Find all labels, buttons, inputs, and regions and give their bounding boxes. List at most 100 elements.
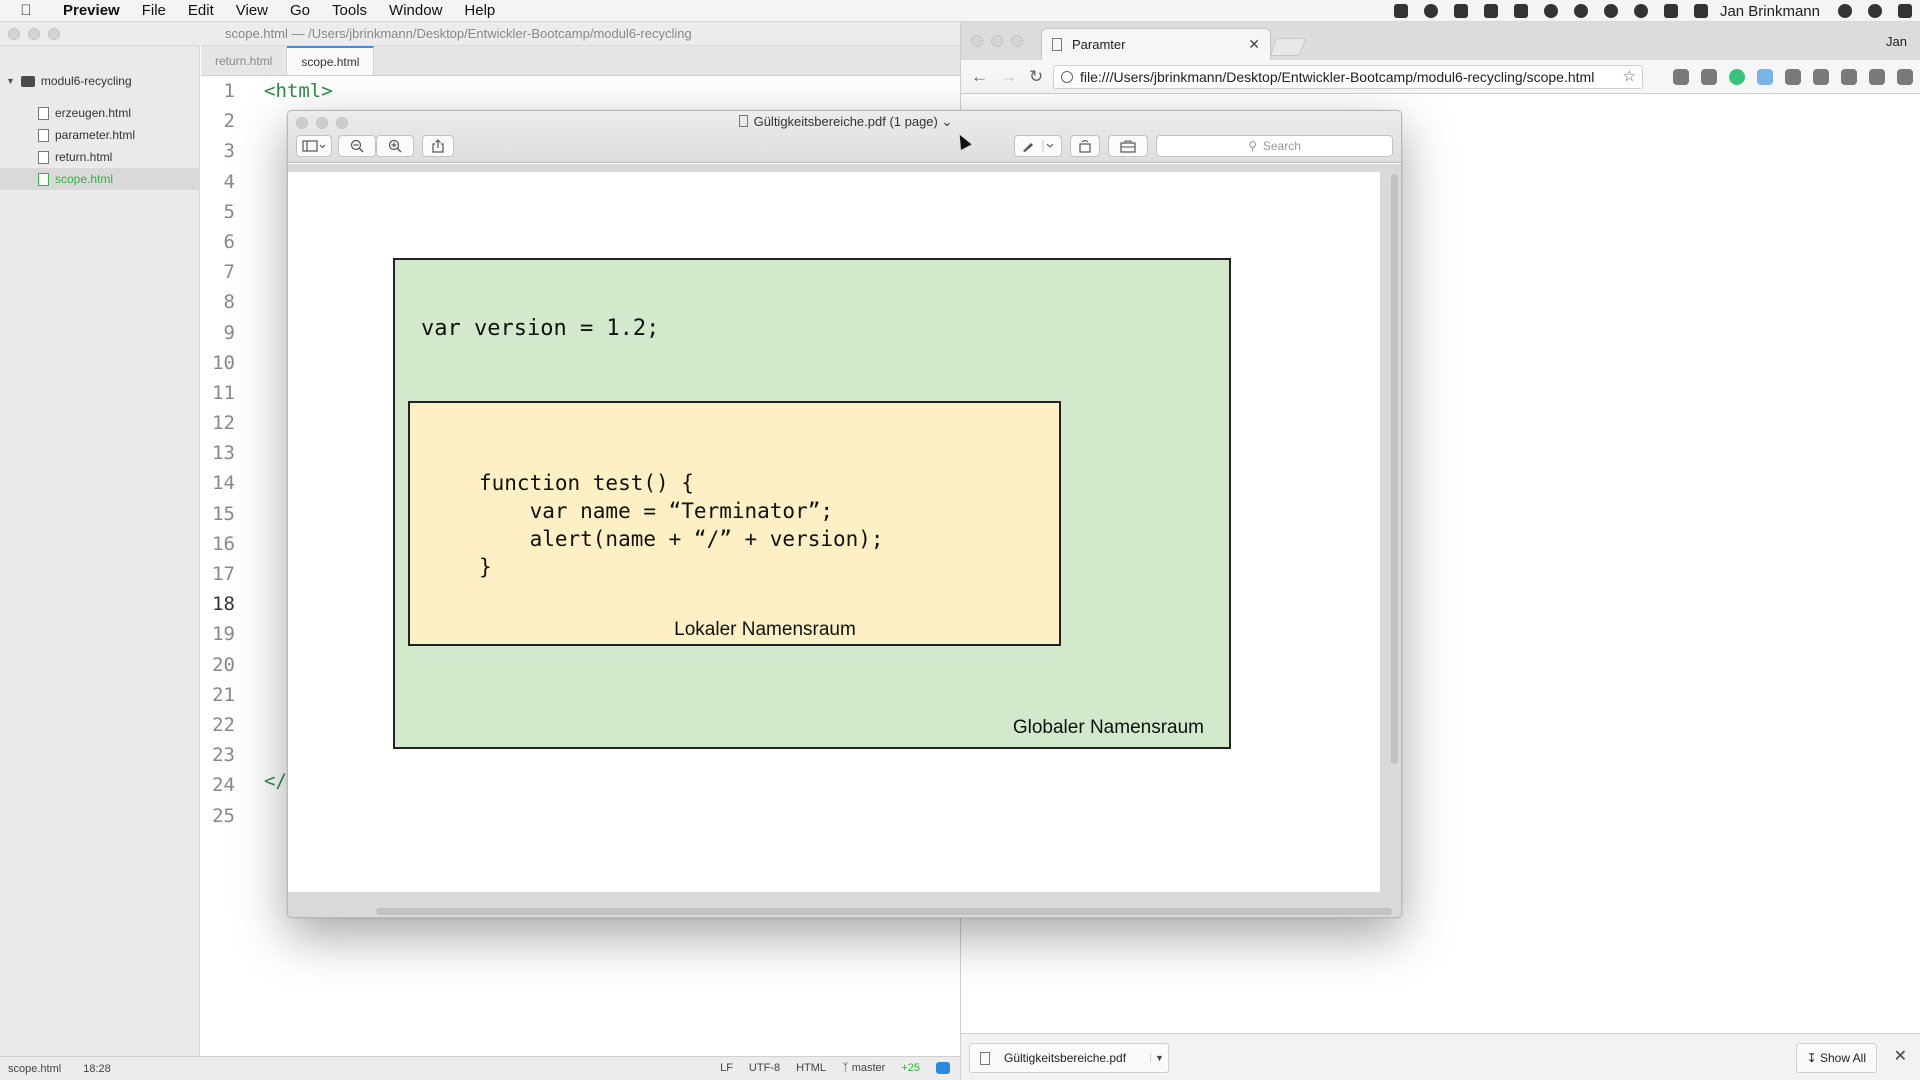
line-number: 16	[212, 532, 235, 555]
layers-extension-icon[interactable]	[1673, 69, 1689, 85]
markup-button[interactable]	[1014, 135, 1062, 157]
bluetooth-icon[interactable]	[1656, 0, 1686, 22]
zoom-in-button[interactable]	[376, 135, 414, 157]
download-menu-chevron-icon[interactable]: ▼	[1150, 1053, 1168, 1063]
status-file-name[interactable]: scope.html	[8, 1063, 62, 1075]
cloud-icon[interactable]	[1416, 0, 1446, 22]
status-branch[interactable]: ᛉ master	[842, 1062, 886, 1074]
reload-icon[interactable]: ↻	[1029, 67, 1044, 86]
tree-file-label: scope.html	[55, 172, 114, 186]
pill-extension-icon[interactable]	[1813, 69, 1829, 85]
plus-icon[interactable]	[1476, 0, 1506, 22]
zoom-button[interactable]	[1011, 35, 1023, 47]
tree-file-active[interactable]: scope.html	[0, 168, 200, 190]
share-button[interactable]	[422, 135, 454, 157]
close-button[interactable]	[8, 28, 20, 40]
minimize-button[interactable]	[991, 35, 1003, 47]
tree-folder[interactable]: ▼ modul6-recycling	[6, 74, 132, 88]
vertical-scrollbar[interactable]	[1391, 174, 1398, 764]
alfred-icon[interactable]	[1596, 0, 1626, 22]
close-tab-icon[interactable]: ✕	[1248, 36, 1260, 52]
bird-extension-icon[interactable]	[1841, 69, 1857, 85]
back-icon[interactable]: ←	[971, 67, 988, 86]
spotlight-icon[interactable]	[1830, 0, 1860, 22]
zoom-button[interactable]	[48, 28, 60, 40]
line-number: 23	[212, 744, 235, 767]
pen-icon[interactable]	[1566, 0, 1596, 22]
zoom-button[interactable]	[336, 117, 348, 129]
zoom-out-button[interactable]	[338, 135, 376, 157]
extension-icons	[1673, 69, 1913, 85]
file-icon	[38, 172, 49, 186]
code-area[interactable]: <html> </	[264, 76, 333, 792]
notification-center-icon[interactable]	[1890, 0, 1920, 22]
close-button[interactable]	[971, 35, 983, 47]
title-chevron-down-icon[interactable]: ⌄	[941, 114, 953, 129]
preview-title[interactable]: Gültigkeitsbereiche.pdf (1 page) ⌄	[288, 114, 1401, 130]
tree-file[interactable]: erzeugen.html	[0, 102, 200, 124]
status-git-changes[interactable]: +25	[901, 1062, 920, 1074]
new-tab-button[interactable]	[1269, 38, 1307, 56]
show-all-button[interactable]: ↧ Show All	[1795, 1043, 1877, 1073]
menu-file[interactable]: File	[141, 1, 166, 19]
status-line-ending[interactable]: LF	[720, 1062, 733, 1074]
info-icon[interactable]	[1061, 71, 1073, 83]
minimize-button[interactable]	[28, 28, 40, 40]
toolbox-icon	[1120, 140, 1136, 153]
line-number: 7	[223, 261, 235, 284]
apple-menu-icon[interactable]: 	[0, 2, 52, 19]
close-button[interactable]	[296, 117, 308, 129]
tree-file[interactable]: parameter.html	[0, 124, 200, 146]
password-icon[interactable]	[1536, 0, 1566, 22]
menu-icon[interactable]	[1897, 69, 1913, 85]
siri-icon[interactable]	[1860, 0, 1890, 22]
show-all-label: Show All	[1819, 1051, 1866, 1065]
address-bar[interactable]: file:///Users/jbrinkmann/Desktop/Entwick…	[1053, 65, 1643, 89]
menu-edit[interactable]: Edit	[187, 1, 214, 19]
menu-tools[interactable]: Tools	[332, 1, 368, 19]
line-number: 14	[212, 472, 235, 495]
blue-extension-icon[interactable]	[1757, 69, 1773, 85]
minimize-button[interactable]	[316, 117, 328, 129]
tree-file[interactable]: return.html	[0, 146, 200, 168]
camera-extension-icon[interactable]	[1869, 69, 1885, 85]
user-name[interactable]: Jan Brinkmann	[1719, 2, 1820, 20]
disclosure-triangle-icon[interactable]: ▼	[6, 76, 15, 86]
download-item[interactable]: Gültigkeitsbereiche.pdf ▼	[969, 1043, 1169, 1073]
camera-icon[interactable]	[1446, 0, 1476, 22]
bookmark-star-icon[interactable]: ☆	[1622, 68, 1636, 85]
status-cursor-position[interactable]: 18:28	[83, 1063, 111, 1075]
time-machine-icon[interactable]	[1626, 0, 1656, 22]
profile-name[interactable]: Jan	[1886, 34, 1907, 49]
tab-scope-html[interactable]: scope.html	[287, 46, 375, 75]
menu-window[interactable]: Window	[389, 1, 443, 19]
forward-icon[interactable]: →	[1000, 67, 1017, 86]
toolbox-button[interactable]	[1108, 135, 1148, 157]
menu-help[interactable]: Help	[464, 1, 496, 19]
volume-icon[interactable]	[1686, 0, 1716, 22]
browser-toolbar: ← → ↻ file:///Users/jbrinkmann/Desktop/E…	[961, 60, 1920, 94]
sidebar-toggle-button[interactable]	[296, 135, 332, 157]
green-extension-icon[interactable]	[1729, 69, 1745, 85]
dropbox-icon[interactable]	[1386, 0, 1416, 22]
horizontal-scrollbar[interactable]	[376, 908, 1392, 915]
search-field[interactable]: ⚲ Search	[1156, 135, 1393, 157]
menu-view[interactable]: View	[235, 1, 268, 19]
pdf-page: var version = 1.2; function test() { var…	[288, 172, 1380, 892]
browser-window-controls	[971, 35, 1023, 47]
browser-tab[interactable]: Paramter ✕	[1041, 28, 1271, 60]
menu-app-name[interactable]: Preview	[63, 1, 120, 19]
status-grammar[interactable]: HTML	[796, 1062, 827, 1074]
close-downloads-icon[interactable]: ✕	[1893, 1048, 1907, 1065]
status-encoding[interactable]: UTF-8	[748, 1062, 781, 1074]
mail-icon[interactable]	[1506, 0, 1536, 22]
pdf-file-icon	[980, 1051, 990, 1065]
tab-return-html[interactable]: return.html	[201, 46, 288, 75]
github-icon[interactable]	[936, 1062, 950, 1074]
evernote-extension-icon[interactable]	[1785, 69, 1801, 85]
code-line-1: <html>	[264, 80, 333, 102]
menu-go[interactable]: Go	[290, 1, 311, 19]
rotate-button[interactable]	[1070, 135, 1100, 157]
info-extension-icon[interactable]	[1701, 69, 1717, 85]
preview-document-area[interactable]: var version = 1.2; function test() { var…	[288, 164, 1401, 917]
